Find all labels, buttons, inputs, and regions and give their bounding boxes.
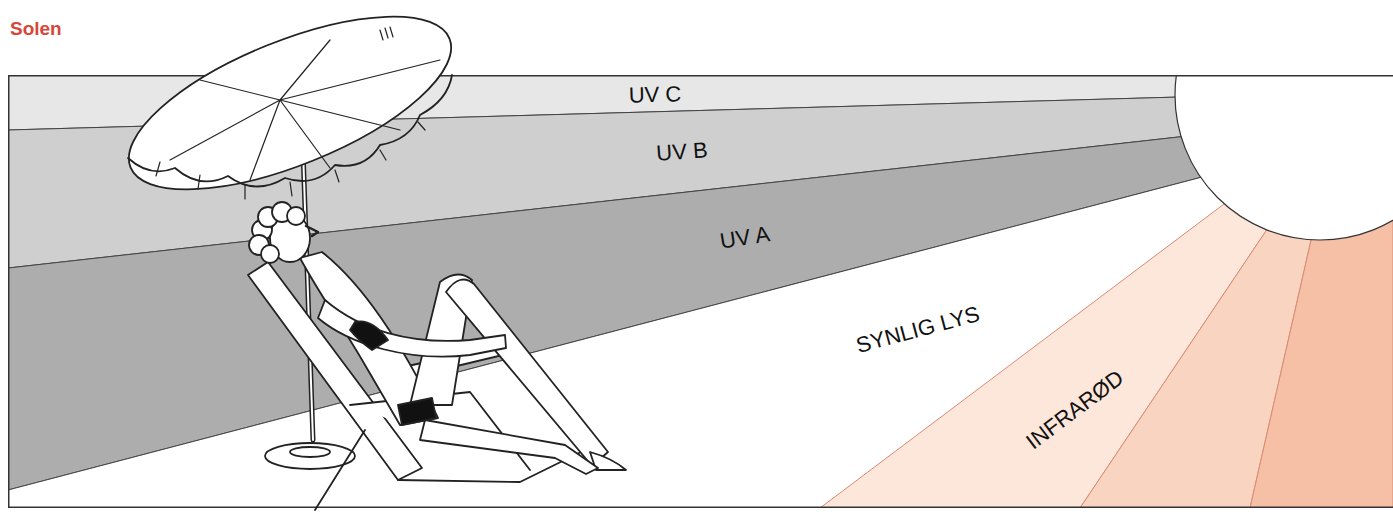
band-fill [8,91,1393,268]
chair-back [248,262,422,480]
sun-disc [1175,75,1393,240]
woman [249,202,626,474]
sunglasses [306,226,318,236]
chair-frame [315,345,585,510]
umbrella-fringe [156,27,425,199]
hair-curl [258,207,278,227]
band-fill [1080,228,1312,508]
umbrella-ribs [170,40,440,180]
umbrella-base [265,443,355,469]
band-label: INFRARØD [1021,365,1128,455]
arm [318,300,506,357]
frame-border [9,76,1393,508]
foot [590,452,626,470]
head [270,214,310,262]
band-fill [1250,200,1393,508]
band-label: UV C [628,81,681,108]
band-label: UV A [718,221,772,255]
bikini-bottom [398,398,436,425]
shin [446,280,608,467]
bikini-top [350,321,388,350]
band-fill [8,75,1393,130]
straight-leg [420,420,598,474]
hair-curl [249,235,269,255]
title: Solen [10,18,62,40]
band-label: SYNLIG LYS [853,301,982,359]
hair-curl [272,202,292,222]
umbrella-pole-inner [303,150,313,440]
hair-curl [261,245,279,263]
hair-curl [252,220,272,240]
band-fill [820,198,1268,508]
sun-layer [8,75,1393,508]
umbrella [107,0,472,469]
torso [300,252,438,425]
diagram-frame: UV C UV B UV A SYNLIG LYS INFRARØD [8,75,1393,508]
umbrella-base-top [290,447,330,457]
band-fill [8,113,1393,490]
umbrella-pole [303,150,313,440]
thigh [410,274,472,405]
band-fill [8,127,1393,508]
hair-curl [287,207,305,225]
umbrella-scallop [128,75,452,187]
umbrella-canopy [107,0,472,225]
deck-chair [248,262,585,510]
band-label: UV B [655,137,708,167]
